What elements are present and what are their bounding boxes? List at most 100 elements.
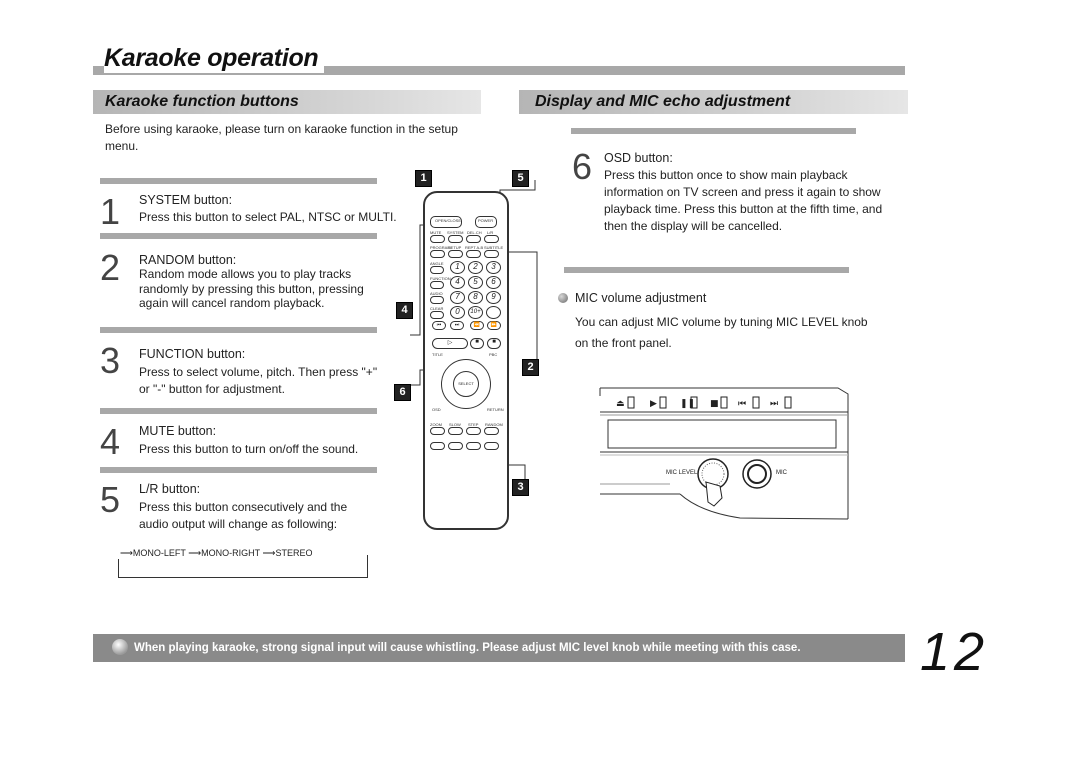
callout-badge-4: 4: [396, 302, 413, 319]
arrow-right-icon: ⟶: [120, 548, 133, 558]
system-button[interactable]: [448, 235, 463, 243]
section-header-display-mic: Display and MIC echo adjustment: [519, 90, 908, 114]
svg-text:▶: ▶: [650, 399, 657, 409]
digit-0-button[interactable]: 0: [450, 306, 465, 319]
function-button[interactable]: [430, 281, 444, 289]
setup-button[interactable]: [448, 250, 463, 258]
digit-2-button[interactable]: 2: [468, 261, 483, 274]
digit-6-button[interactable]: 6: [486, 276, 501, 289]
clear-button[interactable]: [430, 311, 444, 319]
slow-button[interactable]: [448, 427, 463, 435]
stop-button[interactable]: ■: [487, 338, 501, 349]
select-button[interactable]: SELECT: [453, 371, 479, 397]
arrow-right-icon: ⟶: [188, 548, 202, 558]
minus-button[interactable]: [466, 442, 481, 450]
power-button[interactable]: [475, 216, 497, 228]
goto-button[interactable]: [486, 306, 501, 319]
mute-label: MUTE: [430, 230, 442, 235]
rewind-button[interactable]: ⏪: [470, 321, 484, 330]
footer-note-bar: [93, 634, 905, 662]
setup2-button[interactable]: [430, 442, 445, 450]
digit-10plus-button[interactable]: 10+: [468, 306, 483, 319]
slow-label: SLOW: [449, 422, 461, 427]
item-number: 3: [100, 340, 121, 381]
lr-button[interactable]: [484, 235, 499, 243]
delch-button[interactable]: [466, 235, 481, 243]
item-title: SYSTEM button:: [139, 193, 233, 207]
prev-button[interactable]: ⏮: [432, 321, 446, 330]
item-number: 1: [100, 191, 121, 232]
zoom-label: ZOOM: [430, 422, 442, 427]
return-label: RETURN: [487, 407, 504, 412]
program-label: PROGRAM: [430, 245, 451, 250]
item-divider: [100, 233, 377, 239]
digit-8-button[interactable]: 8: [468, 291, 483, 304]
random-button[interactable]: [484, 427, 499, 435]
digit-4-button[interactable]: 4: [450, 276, 465, 289]
subtitle-label: SUBTITLE: [484, 245, 504, 250]
digit-3-button[interactable]: 3: [486, 261, 501, 274]
arrow-right-icon: ⟶: [262, 548, 276, 558]
rept-button[interactable]: [466, 250, 481, 258]
mute-button[interactable]: [430, 235, 445, 243]
angle-button[interactable]: [430, 266, 444, 274]
step-button[interactable]: [466, 427, 481, 435]
title-label: TITLE: [432, 352, 443, 357]
mic-text: You can adjust MIC volume by tuning MIC …: [575, 315, 868, 350]
audio-flow: ⟶MONO-LEFT ⟶MONO-RIGHT ⟶STEREO: [118, 548, 315, 559]
function2-button[interactable]: [448, 442, 463, 450]
subtitle-button[interactable]: [484, 250, 499, 258]
item-divider: [571, 128, 856, 134]
lr-label: L/R: [487, 230, 494, 235]
open-close-label: OPEN/CLOSE: [435, 218, 462, 223]
mic-title: MIC volume adjustment: [575, 291, 707, 305]
item-title: RANDOM button:: [139, 253, 237, 267]
callout-badge-5: 5: [512, 170, 529, 187]
plus-button[interactable]: [484, 442, 499, 450]
digit-1-button[interactable]: 1: [450, 261, 465, 274]
digit-5-button[interactable]: 5: [468, 276, 483, 289]
zoom-button[interactable]: [430, 427, 445, 435]
forward-button[interactable]: ⏩: [487, 321, 501, 330]
pause-button[interactable]: ■: [470, 338, 484, 349]
flow-mono-right: MONO-RIGHT: [201, 548, 261, 558]
svg-text:■: ■: [710, 399, 719, 409]
item-title: MUTE button:: [139, 424, 217, 438]
item-title: OSD button:: [604, 151, 673, 165]
digit-7-button[interactable]: 7: [450, 291, 465, 304]
next-button[interactable]: ⏭: [450, 321, 464, 330]
svg-text:⏏: ⏏: [616, 399, 625, 409]
play-button[interactable]: ▷: [432, 338, 468, 349]
item-divider: [100, 467, 377, 473]
power-label: POWER: [478, 218, 494, 223]
audio-label: AUDIO: [430, 291, 443, 296]
note-icon: [112, 639, 128, 655]
item-number: 5: [100, 479, 121, 520]
section-heading: Display and MIC echo adjustment: [535, 93, 791, 110]
audio-button[interactable]: [430, 296, 444, 304]
item-divider: [100, 178, 377, 184]
item-title: L/R button:: [139, 482, 201, 496]
front-panel-illustration: ⏏ ▶ ❚❚ ■ ⏮ ⏭: [599, 387, 849, 520]
item-text: Random mode allows you to play tracks ra…: [139, 267, 364, 310]
remote-control: OPEN/CLOSE POWER MUTE SYSTEM DEL.CH L/R …: [423, 191, 509, 530]
callout-badge-3: 3: [512, 479, 529, 496]
intro-text: Before using karaoke, please turn on kar…: [105, 122, 458, 153]
open-close-button[interactable]: [430, 216, 462, 228]
item-number: 2: [100, 247, 121, 288]
flow-loop: [118, 555, 368, 578]
item-number: 4: [100, 421, 121, 462]
program-button[interactable]: [430, 250, 445, 258]
item-title: FUNCTION button:: [139, 347, 246, 361]
flow-mono-left: MONO-LEFT: [132, 548, 186, 558]
item-text: Press this button to turn on/off the sou…: [139, 442, 359, 456]
item-divider: [100, 327, 377, 333]
setup-label: SETUP: [448, 245, 462, 250]
mic-label: MIC: [776, 470, 787, 476]
page-title: Karaoke operation: [104, 44, 325, 73]
section-heading: Karaoke function buttons: [105, 93, 299, 110]
svg-text:❚❚: ❚❚: [680, 399, 695, 409]
item-text: Press this button once to show main play…: [604, 168, 883, 233]
nav-ring[interactable]: [441, 359, 491, 409]
digit-9-button[interactable]: 9: [486, 291, 501, 304]
